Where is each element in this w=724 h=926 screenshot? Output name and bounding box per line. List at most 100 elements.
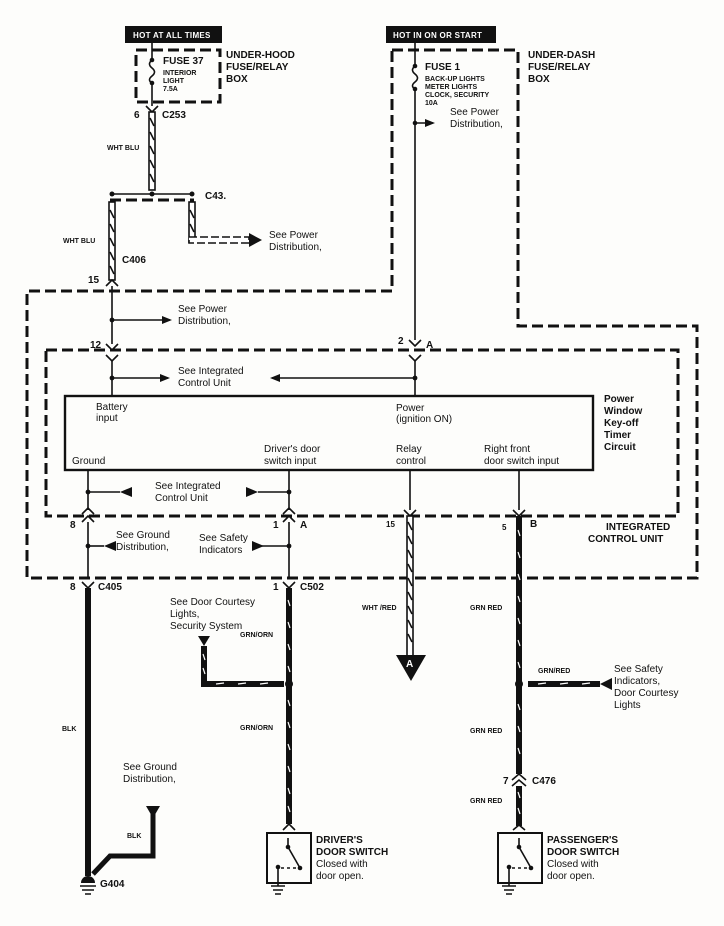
pin-right-front-door-switch-input: Right front door switch input <box>484 444 559 467</box>
svg-text:Relay: Relay <box>396 444 422 455</box>
wire-grn-red <box>516 516 522 774</box>
svg-text:5: 5 <box>502 523 507 532</box>
svg-text:INTEGRATED: INTEGRATED <box>606 522 670 533</box>
wire-label-grn-red-branch: GRN/RED <box>538 668 570 675</box>
see-integrated-control-unit-ref-1: See Integrated Control Unit <box>178 366 244 389</box>
svg-text:See Safety: See Safety <box>199 533 248 544</box>
svg-text:15: 15 <box>386 520 395 529</box>
svg-text:Indicators: Indicators <box>199 545 242 556</box>
svg-text:BACK-UP LIGHTS: BACK-UP LIGHTS <box>425 76 485 83</box>
svg-text:Timer: Timer <box>604 430 631 441</box>
svg-text:See Safety: See Safety <box>614 664 663 675</box>
hot-at-all-times-header: HOT AT ALL TIMES <box>125 26 222 43</box>
under-hood-fuse-box-outline <box>134 48 222 104</box>
fuse-37-label: FUSE 37 INTERIOR LIGHT 7.5A <box>163 56 204 93</box>
fuse-1-label: FUSE 1 BACK-UP LIGHTS METER LIGHTS CLOCK… <box>425 62 490 107</box>
wire-branch-power-dist <box>188 201 262 247</box>
under-dash-fuse-box-outline <box>25 48 699 580</box>
svg-text:UNDER-HOOD: UNDER-HOOD <box>226 50 295 61</box>
svg-text:Indicators,: Indicators, <box>614 676 660 687</box>
wire-wht-blu-2 <box>108 201 116 281</box>
svg-text:See Integrated: See Integrated <box>178 366 244 377</box>
wire-label-blk-1: BLK <box>62 726 76 733</box>
splice-grn-red <box>515 680 523 688</box>
connector-c476: 7 C476 <box>503 772 556 787</box>
wire-label-grn-red-3: GRN RED <box>470 798 502 805</box>
svg-text:Security System: Security System <box>170 621 242 632</box>
timer-circuit-label: Power Window Key-off Timer Circuit <box>604 394 642 453</box>
svg-text:Lights: Lights <box>614 700 641 711</box>
svg-text:C502: C502 <box>300 582 324 593</box>
see-power-distribution-ref-1: See Power Distribution, <box>269 230 322 253</box>
wire-label-wht-red: WHT /RED <box>362 605 397 612</box>
svg-text:METER LIGHTS: METER LIGHTS <box>425 84 477 91</box>
connector-c253: 6 C253 <box>134 105 186 121</box>
wire-label-grn-orn-1: GRN/ORN <box>240 632 273 639</box>
see-ground-distribution-ref-2: See Ground Distribution, <box>123 762 177 785</box>
svg-text:Closed with: Closed with <box>316 859 368 870</box>
wire-label-grn-orn-2: GRN/ORN <box>240 725 273 732</box>
svg-text:BOX: BOX <box>226 74 248 85</box>
svg-text:door switch input: door switch input <box>484 456 559 467</box>
svg-text:FUSE 1: FUSE 1 <box>425 62 460 73</box>
svg-text:8: 8 <box>70 520 76 531</box>
svg-text:C476: C476 <box>532 776 556 787</box>
hot-in-on-or-start-header: HOT IN ON OR START <box>386 26 496 43</box>
pin-relay-control: Relay control <box>396 444 426 467</box>
svg-text:UNDER-DASH: UNDER-DASH <box>528 50 595 61</box>
passengers-door-switch-label: PASSENGER'S DOOR SWITCH Closed with door… <box>547 835 619 882</box>
see-safety-indicators-ref-1: See Safety Indicators <box>199 533 248 556</box>
svg-text:See Integrated: See Integrated <box>155 481 221 492</box>
drivers-door-switch-icon <box>266 832 312 895</box>
svg-text:See Ground: See Ground <box>116 530 170 541</box>
svg-text:C253: C253 <box>162 110 186 121</box>
svg-text:7.5A: 7.5A <box>163 86 178 93</box>
svg-text:LIGHT: LIGHT <box>163 78 185 85</box>
svg-text:Control Unit: Control Unit <box>155 493 208 504</box>
svg-text:Distribution,: Distribution, <box>116 542 169 553</box>
integrated-control-unit-outline <box>44 348 680 518</box>
svg-text:See Power: See Power <box>450 107 500 118</box>
see-power-distribution-ref-3: See Power Distribution, <box>178 304 231 327</box>
see-door-courtesy-lights-ref: See Door Courtesy Lights, Security Syste… <box>170 597 255 632</box>
wire-wht-blu-1 <box>148 111 156 191</box>
connector-c43: C43. <box>109 191 226 202</box>
svg-text:CONTROL UNIT: CONTROL UNIT <box>588 534 663 545</box>
ground-g404: G404 <box>80 876 125 895</box>
svg-text:Circuit: Circuit <box>604 442 636 453</box>
arrow-ground-dist-1 <box>104 541 116 551</box>
svg-text:Distribution,: Distribution, <box>123 774 176 785</box>
svg-text:A: A <box>406 659 413 670</box>
passengers-door-switch-icon <box>497 832 543 895</box>
wire-grn-orn <box>286 588 292 824</box>
drivers-door-switch-label: DRIVER'S DOOR SWITCH Closed with door op… <box>316 835 388 882</box>
svg-text:See Ground: See Ground <box>123 762 177 773</box>
svg-text:Distribution,: Distribution, <box>450 119 503 130</box>
wire-grn-red-branch <box>528 678 612 690</box>
svg-text:DRIVER'S: DRIVER'S <box>316 835 363 846</box>
svg-text:DOOR SWITCH: DOOR SWITCH <box>316 847 388 858</box>
wire-grn-orn-branch <box>198 636 284 687</box>
svg-text:7: 7 <box>503 776 509 787</box>
svg-text:A: A <box>426 340 433 351</box>
under-hood-fuse-box-label: UNDER-HOOD FUSE/RELAY BOX <box>226 50 295 85</box>
connector-c406-label: C406 <box>122 255 146 266</box>
svg-text:G404: G404 <box>100 879 125 890</box>
pin-battery-input: Battery input <box>96 402 128 424</box>
connector-c406-pin: 15 <box>88 275 100 286</box>
svg-text:Closed with: Closed with <box>547 859 599 870</box>
svg-text:INTERIOR: INTERIOR <box>163 70 196 77</box>
svg-text:Distribution,: Distribution, <box>269 242 322 253</box>
svg-text:Lights,: Lights, <box>170 609 199 620</box>
see-integrated-control-unit-ref-2: See Integrated Control Unit <box>155 481 221 504</box>
svg-text:CLOCK, SECURITY: CLOCK, SECURITY <box>425 92 490 99</box>
integrated-control-unit-label: INTEGRATED CONTROL UNIT <box>588 522 670 545</box>
svg-text:Battery: Battery <box>96 402 128 413</box>
connector-c502: 1 C502 <box>273 581 324 593</box>
svg-text:Driver's door: Driver's door <box>264 444 321 455</box>
svg-text:Power: Power <box>604 394 634 405</box>
svg-text:(ignition ON): (ignition ON) <box>396 414 452 425</box>
svg-text:C43.: C43. <box>205 191 226 202</box>
see-ground-distribution-ref-1: See Ground Distribution, <box>116 530 170 553</box>
